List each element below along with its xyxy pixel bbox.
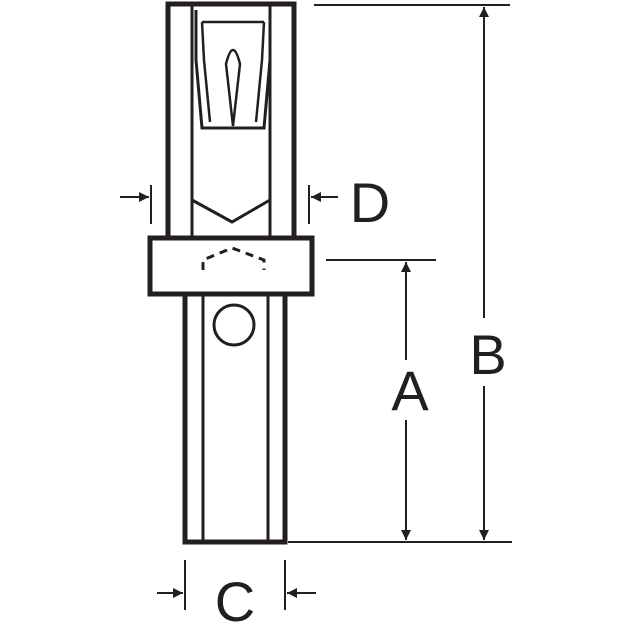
inspection-hole xyxy=(212,303,256,347)
contact-latch xyxy=(194,10,272,130)
extension-lines xyxy=(150,4,512,610)
dimension-c-label: C xyxy=(215,570,255,633)
dimension-a-label: A xyxy=(391,359,429,422)
upper-housing xyxy=(165,1,297,241)
dimension-b-label: B xyxy=(469,323,506,386)
pin-body xyxy=(182,291,288,545)
v-stop xyxy=(191,198,271,224)
collar xyxy=(147,235,315,297)
dimension-d-label: D xyxy=(350,171,390,234)
